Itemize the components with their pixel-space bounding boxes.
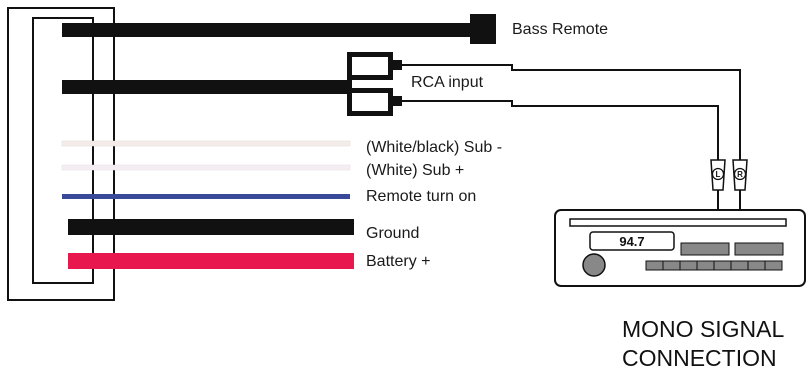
rca-connector-right-label: R [737, 170, 743, 179]
rca-connector-right: R [732, 159, 748, 191]
white-black-sub-minus-label: (White/black) Sub - [366, 139, 502, 156]
white-sub-plus-label: (White) Sub + [366, 162, 464, 179]
remote-turn-on-label: Remote turn on [366, 188, 476, 205]
diagram-title-line-2: CONNECTION [622, 345, 777, 371]
head-unit-button-a [680, 242, 730, 256]
ground-label: Ground [366, 225, 419, 242]
head-unit: 94.7 [554, 209, 806, 287]
rca-connector-left: L [710, 159, 726, 191]
bass-remote-wire [62, 14, 496, 44]
rca-signal-cables [402, 64, 741, 210]
white-black-sub-minus-wire [61, 140, 351, 147]
rca-input-wire [62, 52, 402, 116]
display-window [589, 231, 675, 251]
ground-wire [68, 219, 354, 235]
rca-input-label: RCA input [411, 74, 484, 91]
diagram-title-line-1: MONO SIGNAL [622, 316, 785, 342]
display-value: 94.7 [619, 234, 644, 249]
remote-turn-on-wire [62, 194, 350, 199]
head-unit-button-b [734, 242, 784, 256]
bass-remote-label: Bass Remote [512, 21, 608, 38]
preset-buttons [645, 260, 783, 271]
battery-plus-label: Battery + [366, 253, 430, 270]
harness-frame [7, 7, 115, 301]
white-sub-plus-wire [61, 164, 351, 171]
volume-knob [582, 253, 606, 277]
rca-connector-left-label: L [716, 170, 721, 179]
battery-plus-wire [68, 253, 354, 269]
cd-slot [569, 218, 787, 227]
